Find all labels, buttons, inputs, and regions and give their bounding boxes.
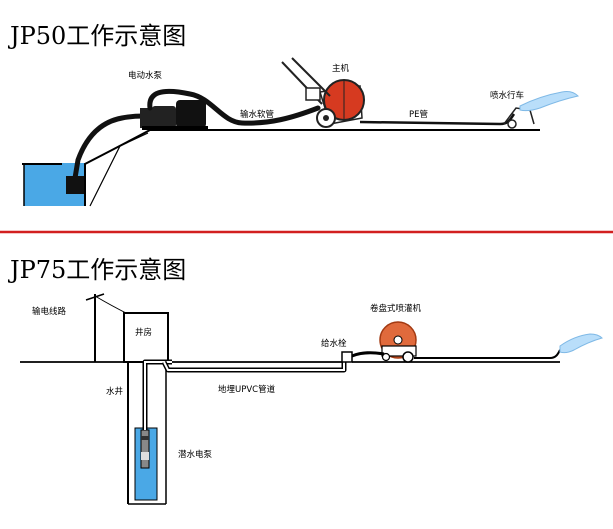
main-machine: [281, 57, 365, 128]
intake-filter: [66, 176, 84, 194]
feed-hose: [351, 351, 385, 358]
label-reel-machine: 卷盘式喷灌机: [370, 303, 422, 314]
pe-pipe: [359, 113, 516, 126]
upvc-pipe: [161, 355, 352, 373]
pe-hose: [414, 349, 561, 359]
reel-irrigator: [379, 321, 417, 363]
hydrant: [341, 351, 353, 363]
delivery-hose: [147, 88, 321, 126]
water-spray: [519, 91, 579, 112]
ground-profile: [22, 129, 540, 206]
label-power-line: 输电线路: [32, 306, 67, 317]
power-line: [85, 293, 129, 362]
label-main-machine: 主机: [332, 63, 350, 74]
jp50-title: JP50工作示意图: [7, 22, 186, 50]
label-well: 水井: [106, 386, 123, 397]
label-hose: 输水软管: [240, 109, 274, 120]
sprinkler-cart: [503, 91, 579, 129]
label-pump: 电动水泵: [128, 70, 163, 81]
suction-pipe: [72, 113, 147, 181]
label-well-house: 井房: [135, 327, 152, 338]
label-sprinkler-cart: 喷水行车: [490, 90, 524, 101]
label-submersible-pump: 潜水电泵: [178, 449, 213, 460]
label-pe-pipe: PE管: [409, 109, 428, 120]
jp75-panel: JP75工作示意图: [7, 256, 603, 505]
well-house: [123, 312, 169, 363]
jp50-panel: JP50工作示意图: [7, 22, 579, 207]
jp75-title: JP75工作示意图: [7, 256, 186, 284]
water-spray-2: [559, 333, 603, 354]
electric-pump: [140, 100, 208, 130]
label-hydrant: 给水栓: [321, 338, 347, 349]
submersible-pump: [140, 429, 150, 469]
label-upvc-pipe: 地埋UPVC管道: [218, 384, 276, 395]
